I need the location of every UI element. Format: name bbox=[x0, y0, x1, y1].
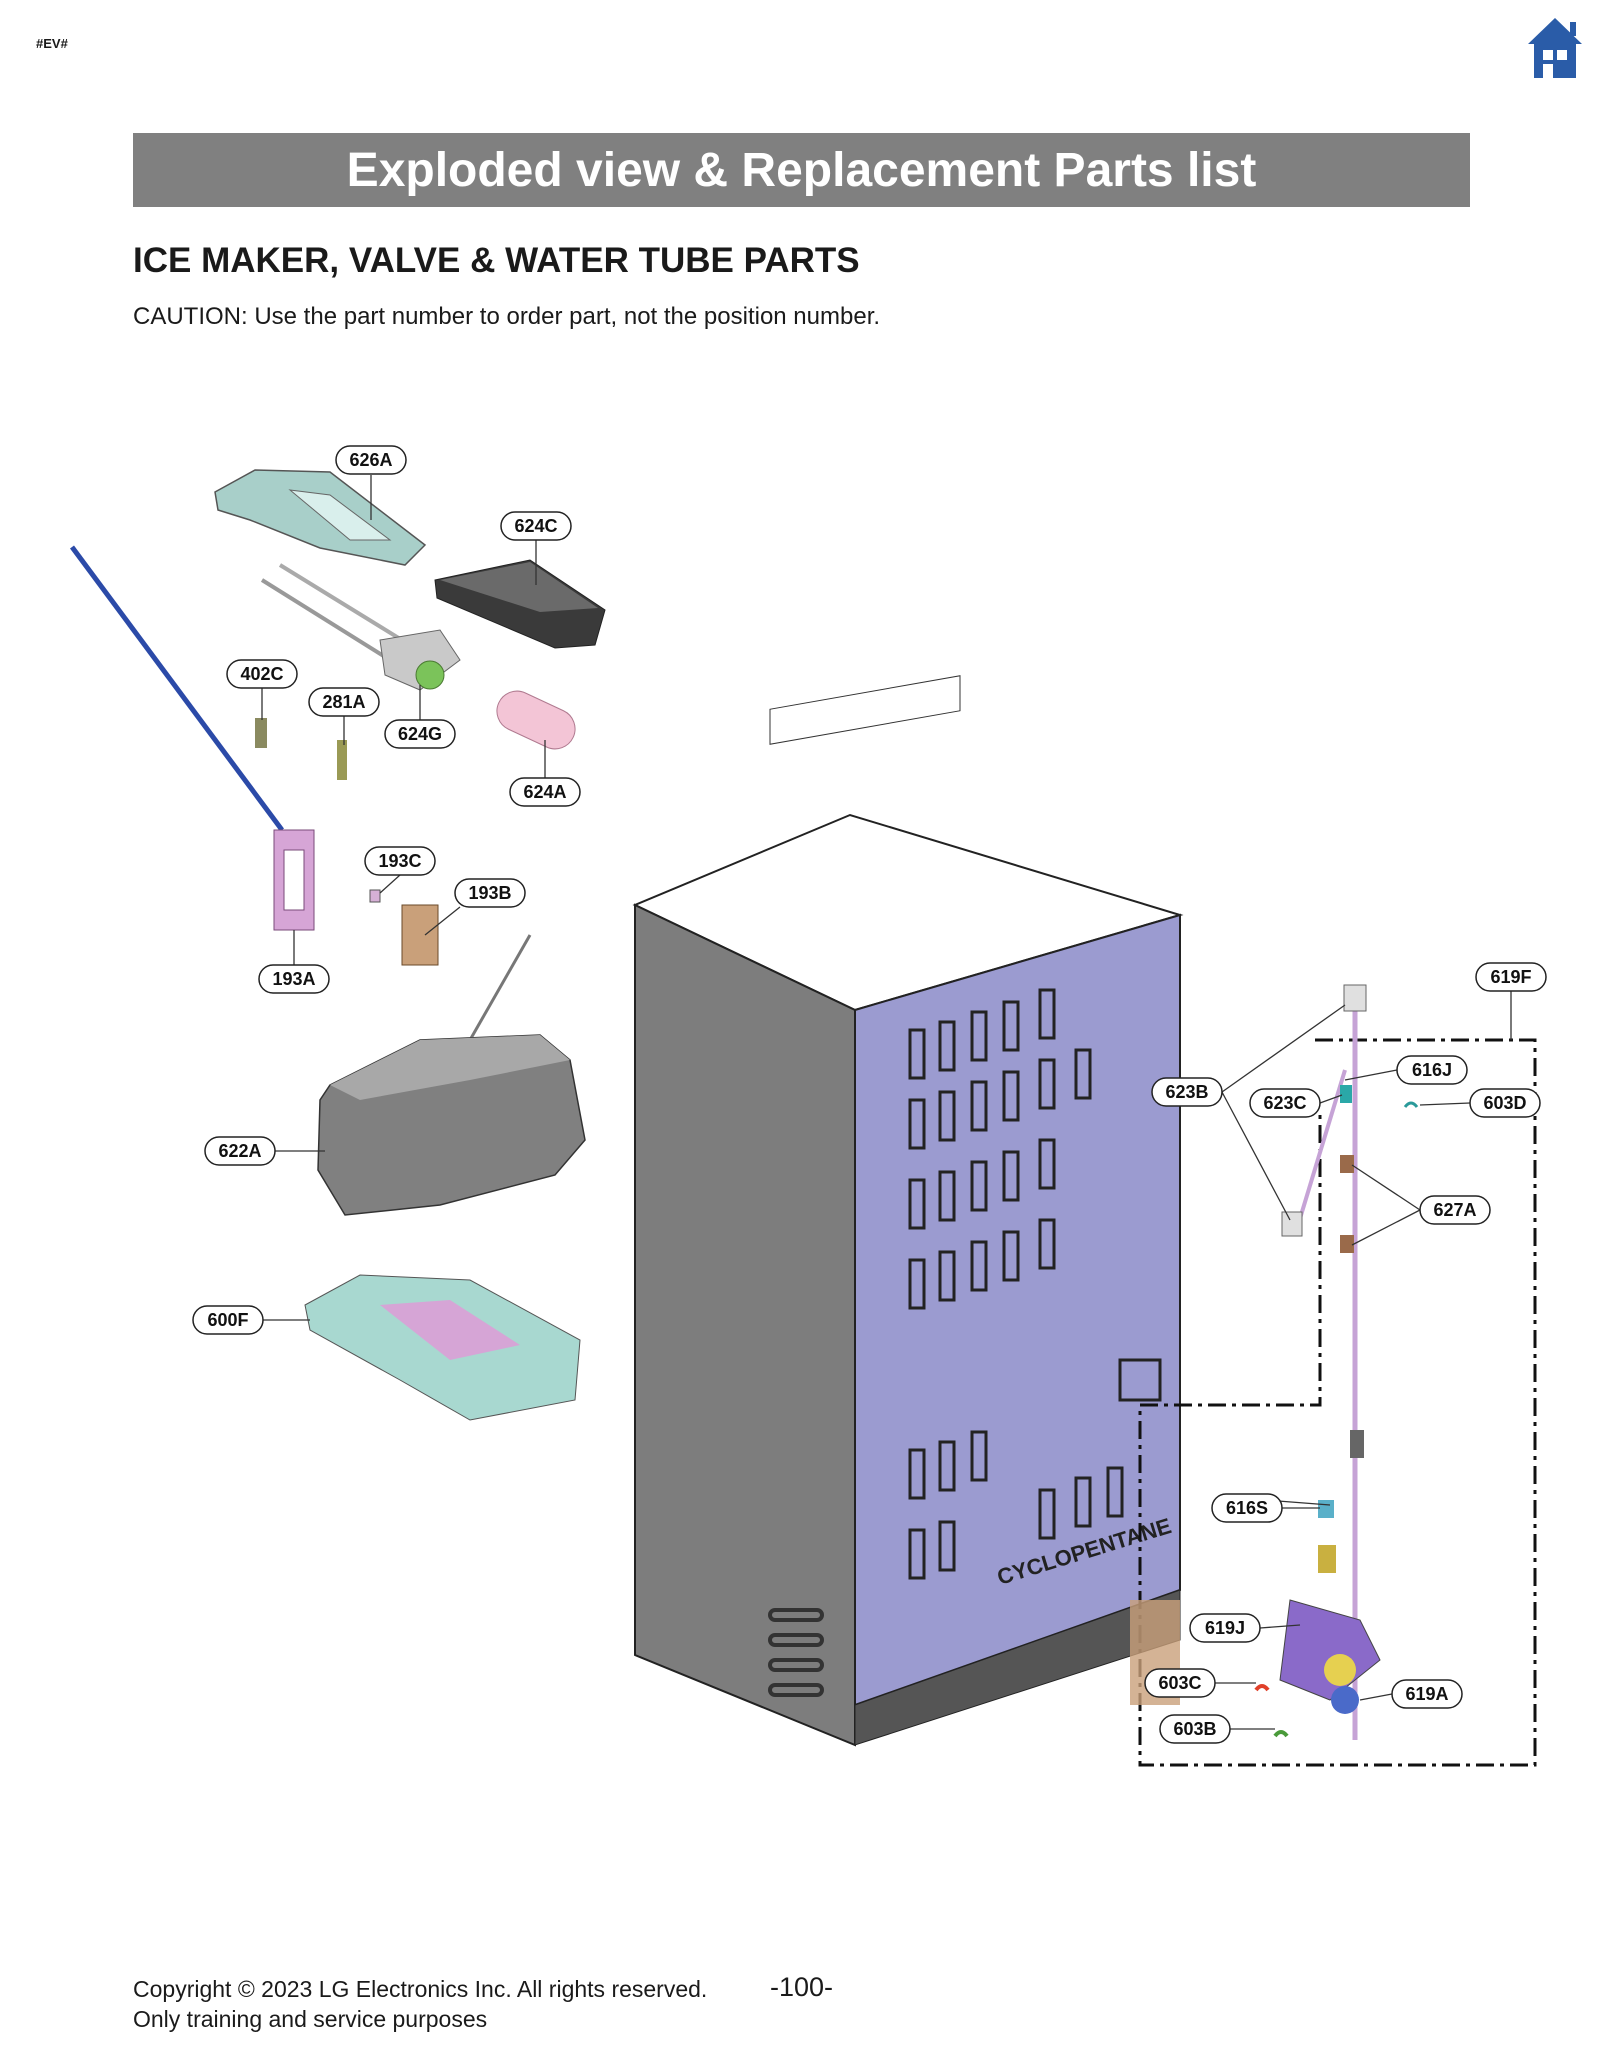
svg-text:616S: 616S bbox=[1226, 1498, 1268, 1518]
callout-624g: 624G bbox=[384, 719, 456, 749]
water-tube-assembly-619f bbox=[1130, 984, 1537, 1767]
callout-193a: 193A bbox=[258, 964, 330, 994]
callout-619j: 619J bbox=[1189, 1613, 1261, 1643]
exploded-view-diagram: CYCLOPENTANE bbox=[69, 445, 1547, 1767]
svg-text:619J: 619J bbox=[1205, 1618, 1245, 1638]
callout-623b: 623B bbox=[1151, 1077, 1223, 1107]
callout-627a: 627A bbox=[1419, 1195, 1491, 1225]
callout-600f: 600F bbox=[192, 1305, 264, 1335]
svg-text:623B: 623B bbox=[1165, 1082, 1208, 1102]
thermistor-402c bbox=[255, 718, 267, 748]
ice-tray-600f bbox=[304, 1274, 581, 1421]
svg-text:623C: 623C bbox=[1263, 1093, 1306, 1113]
callout-626a: 626A bbox=[335, 445, 407, 475]
svg-text:624A: 624A bbox=[523, 782, 566, 802]
svg-text:616J: 616J bbox=[1412, 1060, 1452, 1080]
section-title: ICE MAKER, VALVE & WATER TUBE PARTS bbox=[133, 241, 860, 280]
callout-603b: 603B bbox=[1159, 1714, 1231, 1744]
callout-624c: 624C bbox=[500, 511, 572, 541]
copyright-notice: Copyright © 2023 LG Electronics Inc. All… bbox=[133, 1976, 708, 2002]
svg-text:619F: 619F bbox=[1490, 967, 1531, 987]
svg-text:622A: 622A bbox=[218, 1141, 261, 1161]
ice-maker-heater-624a bbox=[496, 690, 576, 750]
ice-maker-cover-624c bbox=[434, 559, 606, 649]
callout-603d: 603D bbox=[1469, 1088, 1541, 1118]
callout-622a: 622A bbox=[204, 1136, 276, 1166]
callout-624a: 624A bbox=[509, 777, 581, 807]
svg-text:619A: 619A bbox=[1405, 1684, 1448, 1704]
svg-text:603C: 603C bbox=[1158, 1673, 1201, 1693]
callout-193b: 193B bbox=[454, 878, 526, 908]
page-number: -100- bbox=[770, 1972, 834, 2002]
fuse-281a bbox=[337, 740, 347, 780]
usage-notice: Only training and service purposes bbox=[133, 2006, 488, 2032]
caution-note: CAUTION: Use the part number to order pa… bbox=[133, 303, 881, 330]
ice-maker-assembly-622a bbox=[317, 934, 586, 1216]
document-tag: #EV# bbox=[36, 36, 68, 51]
fill-tube-holder-193a bbox=[273, 829, 315, 931]
callout-402c: 402C bbox=[226, 659, 298, 689]
home-icon[interactable] bbox=[1526, 16, 1584, 80]
bracket-193b bbox=[401, 904, 439, 966]
svg-text:281A: 281A bbox=[322, 692, 365, 712]
callout-603c: 603C bbox=[1144, 1668, 1216, 1698]
svg-text:193A: 193A bbox=[272, 969, 315, 989]
fill-tube-heater bbox=[69, 545, 285, 832]
screw-193c bbox=[369, 889, 381, 903]
ice-bin-cover-626a bbox=[214, 469, 427, 566]
svg-text:600F: 600F bbox=[207, 1310, 248, 1330]
svg-text:402C: 402C bbox=[240, 664, 283, 684]
callout-281a: 281A bbox=[308, 687, 380, 717]
svg-text:193B: 193B bbox=[468, 883, 511, 903]
refrigerator-cabinet: CYCLOPENTANE bbox=[632, 675, 1184, 1747]
ice-maker-rods-624g bbox=[260, 563, 461, 691]
callout-619f: 619F bbox=[1475, 962, 1547, 992]
callout-619a: 619A bbox=[1391, 1679, 1463, 1709]
svg-text:603D: 603D bbox=[1483, 1093, 1526, 1113]
svg-text:627A: 627A bbox=[1433, 1200, 1476, 1220]
callout-193c: 193C bbox=[364, 846, 436, 876]
svg-text:626A: 626A bbox=[349, 450, 392, 470]
page-banner-title: Exploded view & Replacement Parts list bbox=[133, 133, 1470, 207]
svg-text:624G: 624G bbox=[398, 724, 442, 744]
svg-text:193C: 193C bbox=[378, 851, 421, 871]
callout-616j: 616J bbox=[1396, 1055, 1468, 1085]
svg-text:603B: 603B bbox=[1173, 1719, 1216, 1739]
svg-text:624C: 624C bbox=[514, 516, 557, 536]
callout-616s: 616S bbox=[1211, 1493, 1283, 1523]
callout-623c: 623C bbox=[1249, 1088, 1321, 1118]
